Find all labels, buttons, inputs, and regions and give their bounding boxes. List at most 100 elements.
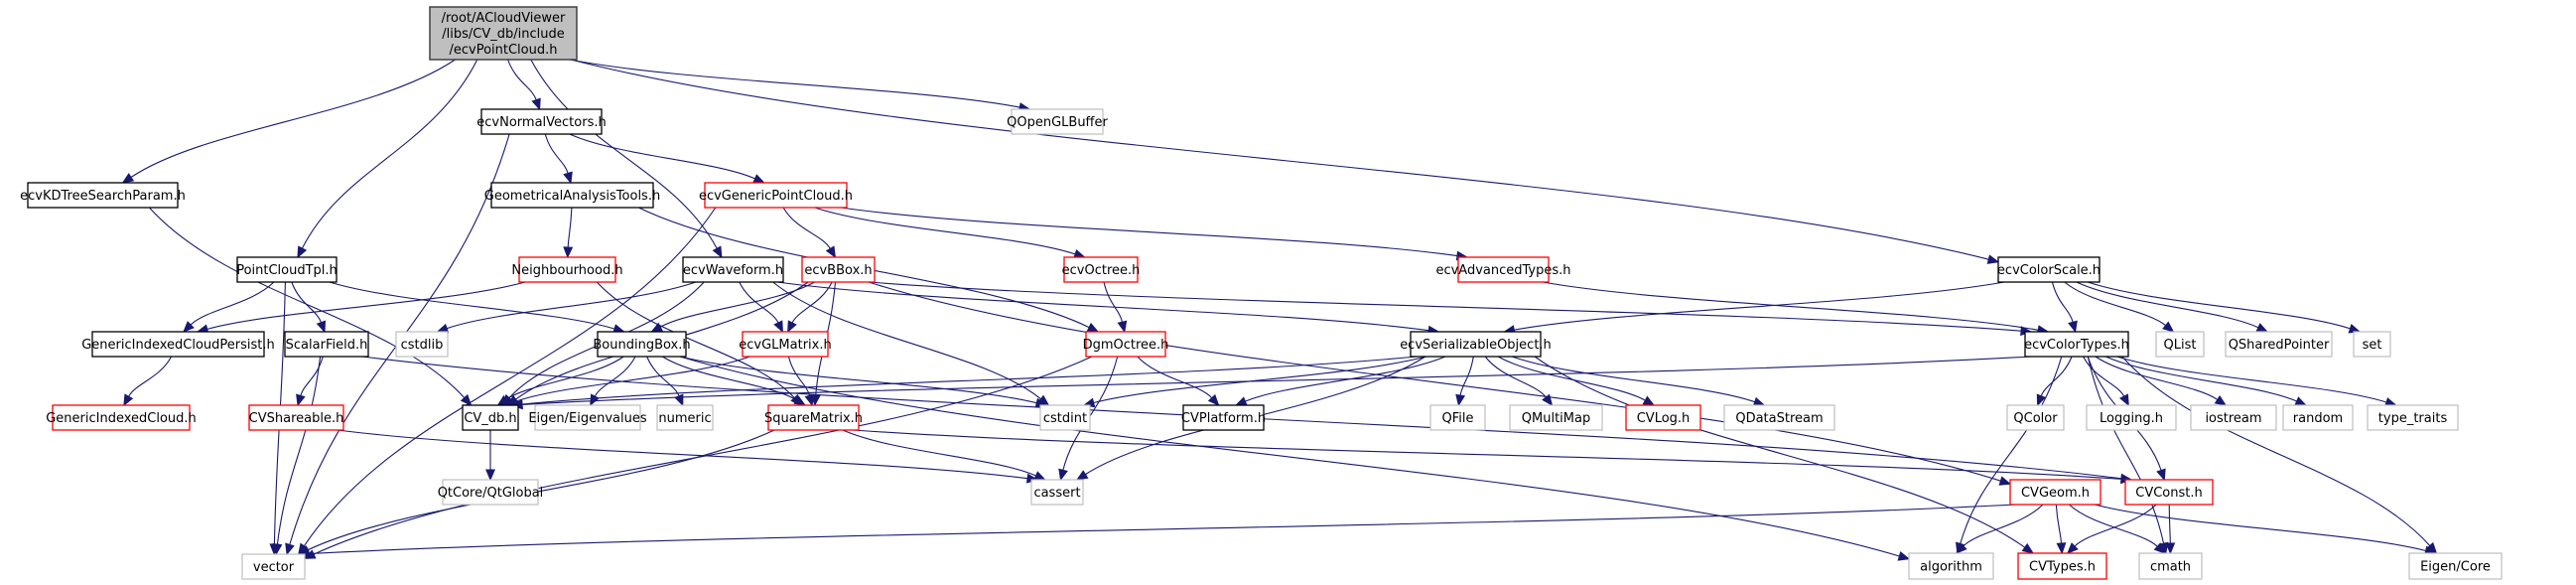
edge-ecv-color-types-to-type-traits bbox=[2116, 356, 2387, 403]
node-generic-indexed-cloud-persist[interactable]: GenericIndexedCloudPersist.h bbox=[81, 331, 275, 358]
node-box bbox=[534, 404, 641, 431]
node-label: QSharedPointer bbox=[2229, 338, 2330, 353]
node-ecv-advanced-types[interactable]: ecvAdvancedTypes.h bbox=[1435, 256, 1571, 283]
node-ecv-bbox[interactable]: ecvBBox.h bbox=[801, 256, 876, 283]
node-label: /ecvPointCloud.h bbox=[449, 43, 557, 58]
node-box bbox=[442, 479, 539, 506]
node-box bbox=[1011, 108, 1104, 135]
node-box bbox=[480, 108, 603, 135]
node-geometrical-analysis-tools[interactable]: GeometricalAnalysisTools.h bbox=[484, 182, 660, 209]
node-root[interactable]: /root/ACloudViewer/libs/CV_db/include/ec… bbox=[429, 6, 578, 61]
arrowhead-icon bbox=[1998, 476, 2012, 486]
node-cvplatform[interactable]: CVPlatform.h bbox=[1181, 404, 1266, 431]
node-logging: Logging.h bbox=[2086, 404, 2177, 431]
node-box bbox=[1509, 404, 1603, 431]
node-cvconst[interactable]: CVConst.h bbox=[2124, 479, 2214, 506]
node-set: set bbox=[2353, 331, 2391, 358]
node-generic-indexed-cloud[interactable]: GenericIndexedCloud.h bbox=[46, 404, 197, 431]
node-point-cloud-tpl[interactable]: PointCloudTpl.h bbox=[236, 256, 338, 283]
arrowhead-icon bbox=[1455, 393, 1466, 407]
node-square-matrix[interactable]: SquareMatrix.h bbox=[764, 404, 863, 431]
node-label: CVPlatform.h bbox=[1181, 411, 1266, 426]
node-label: ecvGenericPointCloud.h bbox=[699, 189, 853, 204]
node-cstdlib: cstdlib bbox=[395, 331, 449, 358]
edge-ecv-color-types-to-cv-db bbox=[521, 356, 2032, 405]
node-ecv-serializable-object[interactable]: ecvSerializableObject.h bbox=[1400, 331, 1552, 358]
arrowhead-icon bbox=[1955, 542, 1967, 554]
node-box bbox=[1723, 404, 1835, 431]
arrowhead-icon bbox=[752, 174, 765, 184]
node-ecv-generic-point-cloud[interactable]: ecvGenericPointCloud.h bbox=[699, 182, 853, 209]
edge-neighbourhood-to-square-matrix bbox=[596, 281, 795, 398]
node-box bbox=[429, 6, 578, 61]
node-label: ecvGLMatrix.h bbox=[739, 338, 831, 353]
node-label: ecvColorTypes.h bbox=[2024, 338, 2129, 353]
node-label: ecvColorScale.h bbox=[1997, 263, 2101, 278]
edge-point-cloud-tpl-to-bounding-box bbox=[329, 281, 615, 330]
arrowhead-icon bbox=[297, 245, 308, 259]
edge-cvshareable-to-cassert bbox=[337, 429, 1028, 480]
node-ecv-octree[interactable]: ecvOctree.h bbox=[1062, 256, 1141, 283]
node-ecv-normal-vectors[interactable]: ecvNormalVectors.h bbox=[476, 108, 607, 135]
arrowhead-icon bbox=[121, 173, 135, 184]
arrowhead-icon bbox=[1542, 393, 1554, 407]
node-label: ecvWaveform.h bbox=[683, 263, 783, 278]
node-box bbox=[742, 331, 829, 358]
node-label: numeric bbox=[658, 411, 711, 426]
node-box bbox=[91, 331, 265, 358]
node-numeric: numeric bbox=[656, 404, 714, 431]
edge-root-to-point-cloud-tpl bbox=[301, 59, 478, 249]
edge-ecv-color-scale-to-set bbox=[2087, 281, 2351, 330]
edge-bounding-box-to-eigen-eigenvalues bbox=[594, 356, 636, 397]
node-cv-db[interactable]: CV_db.h bbox=[462, 404, 519, 431]
node-label: Eigen/Core bbox=[2420, 560, 2491, 575]
node-label: QMultiMap bbox=[1522, 411, 1590, 426]
node-bounding-box[interactable]: BoundingBox.h bbox=[593, 331, 691, 358]
arrowhead-icon bbox=[2021, 542, 2035, 554]
node-box bbox=[2009, 479, 2101, 506]
node-box bbox=[2086, 404, 2177, 431]
edge-ecv-octree-to-dgm-octree bbox=[1103, 281, 1124, 323]
node-label: cstdlib bbox=[401, 338, 444, 353]
node-ecv-color-types[interactable]: ecvColorTypes.h bbox=[2024, 331, 2129, 358]
edge-ecv-waveform-to-ecv-glmatrix bbox=[739, 281, 779, 324]
node-scalar-field[interactable]: ScalarField.h bbox=[284, 331, 369, 358]
edge-cvgeom-to-cvtypes bbox=[2055, 504, 2063, 544]
arrowhead-icon bbox=[531, 97, 541, 111]
arrowhead-icon bbox=[773, 320, 783, 334]
node-cvlog[interactable]: CVLog.h bbox=[1625, 404, 1701, 431]
node-ecv-kdtree-search-param[interactable]: ecvKDTreeSearchParam.h bbox=[20, 182, 186, 209]
nodes-layer: /root/ACloudViewer/libs/CV_db/include/ec… bbox=[20, 6, 2503, 580]
arrowhead-icon bbox=[316, 320, 327, 334]
arrowhead-icon bbox=[2255, 323, 2269, 333]
edge-ecv-serializable-object-to-cvplatform bbox=[1245, 356, 1446, 402]
node-neighbourhood[interactable]: Neighbourhood.h bbox=[511, 256, 623, 283]
arrowhead-icon bbox=[1075, 470, 1089, 481]
node-ecv-waveform[interactable]: ecvWaveform.h bbox=[682, 256, 784, 283]
node-cvgeom[interactable]: CVGeom.h bbox=[2009, 479, 2101, 506]
node-ecv-glmatrix[interactable]: ecvGLMatrix.h bbox=[739, 331, 832, 358]
edge-ecv-waveform-to-ecv-serializable-object bbox=[776, 281, 1429, 332]
node-cvtypes[interactable]: CVTypes.h bbox=[2017, 552, 2107, 580]
edge-geometrical-analysis-tools-to-neighbourhood bbox=[567, 207, 573, 248]
edge-ecv-color-scale-to-ecv-serializable-object bbox=[1514, 281, 2005, 331]
edge-ecv-color-types-to-algorithm bbox=[1960, 356, 2063, 544]
node-dgm-octree[interactable]: DgmOctree.h bbox=[1083, 331, 1169, 358]
node-label: set bbox=[2363, 338, 2382, 353]
node-box bbox=[597, 331, 687, 358]
node-box bbox=[1182, 404, 1265, 431]
node-box bbox=[52, 404, 191, 431]
node-cvshareable[interactable]: CVShareable.h bbox=[248, 404, 344, 431]
node-label: cmath bbox=[2150, 560, 2191, 575]
node-label: QOpenGLBuffer bbox=[1007, 115, 1108, 130]
arrowhead-icon bbox=[2162, 321, 2175, 333]
node-qdata-stream: QDataStream bbox=[1723, 404, 1835, 431]
arrowhead-icon bbox=[1086, 322, 1100, 333]
node-iostream: iostream bbox=[2190, 404, 2277, 431]
node-label: CV_db.h bbox=[464, 411, 516, 426]
node-ecv-color-scale[interactable]: ecvColorScale.h bbox=[1997, 256, 2101, 283]
edge-square-matrix-to-cvconst bbox=[852, 429, 2122, 480]
node-qopen-glbuffer: QOpenGLBuffer bbox=[1007, 108, 1109, 135]
node-box bbox=[248, 404, 344, 431]
